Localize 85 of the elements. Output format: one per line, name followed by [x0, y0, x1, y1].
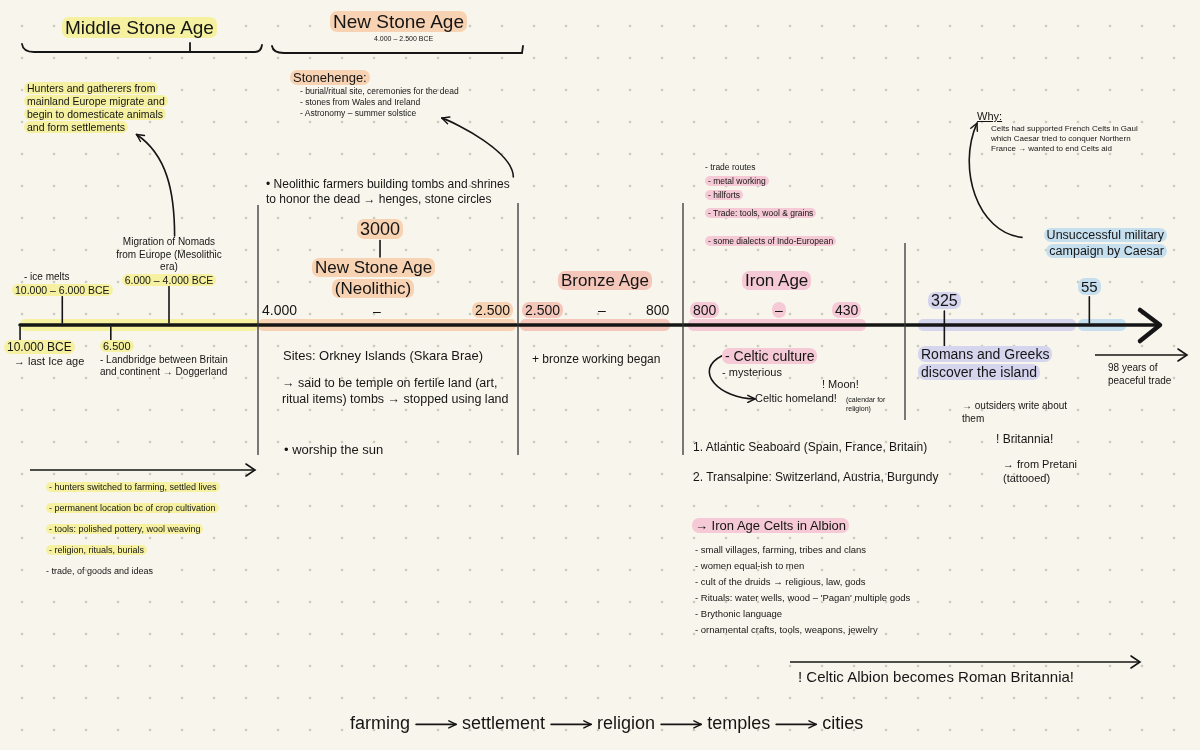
list-item: • worship the sun [284, 442, 384, 459]
range-dash: – [772, 302, 786, 320]
list-item: - metal working [705, 176, 769, 187]
year-label: 325 [928, 291, 961, 311]
year-label: 430 [832, 302, 862, 320]
list-item: - Astronomy – summer solstice [300, 107, 417, 119]
period-title: Iron Age [742, 270, 812, 292]
note-text: - ice melts [24, 271, 70, 284]
curved-arrow [708, 355, 756, 403]
year-label: 800 [646, 302, 670, 320]
list-item: - trade routes [705, 162, 756, 173]
list-item: - mysterious [722, 365, 782, 380]
date-range: 6.000 – 4.000 BCE [121, 273, 217, 287]
list-item: - Celtic culture [722, 348, 818, 366]
note-text: Migration of Nomads from Europe (Mesolithic era) [115, 236, 223, 274]
year-label: 800 [690, 302, 720, 320]
list-item: - some dialects of Indo-European [705, 236, 837, 247]
tick-line [61, 295, 64, 324]
arrow [660, 720, 702, 729]
list-item: - ornamental crafts, tools, weapons, jewelry [695, 624, 878, 636]
date-label: 6.500 [100, 340, 134, 354]
period-title: Middle Stone Age [62, 16, 217, 40]
flow-step: temples [707, 712, 771, 735]
note-text: ! Moon! [822, 378, 859, 392]
year-label: 4.000 [262, 302, 298, 320]
curved-arrow [441, 116, 515, 178]
flow-step: settlement [462, 712, 546, 735]
list-item: 1. Atlantic Seaboard (Spain, France, Britain) [693, 440, 928, 455]
date-range: 10.000 – 6.000 BCE [12, 283, 113, 297]
note-text: → said to be temple on fertile land (art, ritual items) tombs → stopped using land [282, 376, 510, 408]
list-item: - small villages, farming, tribes and clans [695, 544, 867, 556]
heading: Stonehenge: [290, 70, 370, 87]
list-item: - cult of the druids → religious, law, gods [695, 576, 866, 588]
flow-step: farming [350, 712, 411, 735]
list-item: - burial/ritual site, ceremonies for the dead [300, 86, 459, 97]
tick-line [943, 310, 946, 347]
list-item: 2. Transalpine: Switzerland, Austria, Burgundy [693, 470, 939, 485]
tick-line [168, 285, 170, 324]
range-dash: – [373, 303, 381, 321]
note-text: • Neolithic farmers building tombs and shrines to honor the dead → henges, stone circles [266, 177, 521, 207]
note-text: Celts had supported French Celts in Gaul which Caesar tried to conquer Northern France → wanted to end Celts aid [991, 123, 1139, 154]
period-title: New Stone Age (Neolithic) [312, 257, 434, 300]
list-item: - stones from Wales and Ireland [300, 96, 421, 108]
curved-arrow [968, 122, 1023, 239]
note-text: → from Pretani (tattooed) [1003, 458, 1078, 486]
tick-line [19, 326, 21, 341]
period-title: New Stone Age [330, 10, 467, 34]
list-item: - Brythonic language [695, 608, 783, 620]
note-text: + bronze working began [532, 352, 661, 367]
note-text: ! Celtic Albion becomes Roman Britannia! [798, 668, 1074, 687]
year-label: 2.500 [472, 302, 514, 320]
note-text: - Landbridge between Britain and continent → Doggerland [100, 353, 229, 379]
year-label: 55 [1078, 278, 1101, 297]
list-item: - hillforts [705, 190, 744, 201]
arrow [775, 720, 817, 729]
period-title: Bronze Age [558, 270, 652, 292]
flow-step: religion [597, 712, 656, 735]
tick-line [110, 326, 112, 341]
list-item: - women equal-ish to men [695, 560, 805, 572]
year-label: 2.500 [522, 302, 564, 320]
note-text: 98 years of peaceful trade [1108, 362, 1173, 387]
note-text: → outsiders write about them [962, 400, 1069, 425]
heading: Sites: Orkney Islands (Skara Brae) [283, 348, 484, 365]
year-label: 3000 [357, 218, 404, 241]
list-item: - Rituals: water wells, wood – 'Pagan' multiple gods [695, 592, 911, 604]
tick-line [379, 239, 381, 258]
heading: → Iron Age Celts in Albion [692, 518, 850, 535]
note-text: → last Ice age [14, 355, 85, 369]
list-item: - hunters switched to farming, settled lives [46, 482, 220, 494]
range-dash: – [598, 302, 606, 320]
curved-arrow [135, 133, 176, 237]
list-item: - permanent location bc of crop cultivation [46, 503, 219, 515]
heading: Why: [977, 110, 1003, 124]
flow-step: cities [822, 712, 864, 735]
arrow [415, 720, 457, 729]
list-item: - religion, rituals, burials [46, 545, 148, 557]
note-text: ! Britannia! [996, 432, 1054, 447]
list-item: - Trade: tools, wool & grains [705, 208, 817, 219]
list-item: - trade, of goods and ideas [46, 566, 154, 578]
date-label: 10.000 BCE [4, 340, 75, 355]
arrow [550, 720, 592, 729]
note-text: Celtic homeland! [755, 392, 837, 406]
tick-line [1088, 295, 1091, 324]
list-item: - tools: polished pottery, wool weaving [46, 524, 204, 536]
note-text: Romans and Greeks discover the island [918, 346, 1053, 381]
